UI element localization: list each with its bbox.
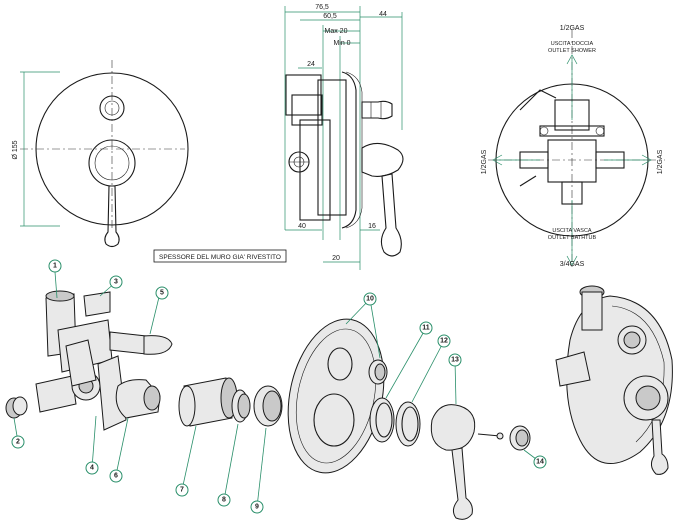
callout-6: 6 — [114, 473, 118, 480]
side-lever-handle — [380, 173, 402, 257]
outlet-right-size: 1/2GAS — [657, 149, 664, 174]
screw-cap — [477, 425, 531, 451]
valve-body — [35, 290, 127, 431]
wall-note: SPESSORE DEL MURO GIA' RIVESTITO — [159, 254, 281, 261]
side-view: 76,5 60,5 44 Max 20 Min 0 24 40 16 20 SP… — [153, 4, 404, 270]
exploded-view — [5, 285, 673, 520]
outlet-top-label-en: OUTLET SHOWER — [548, 48, 596, 54]
side-diverter — [361, 100, 393, 120]
outlet-bottom-label-en: OUTLET BATHTUB — [548, 235, 597, 241]
side-lever-body — [361, 142, 404, 177]
outlet-nipple — [5, 396, 28, 419]
side-plate — [341, 71, 357, 229]
ring-12 — [395, 401, 421, 447]
callout-9: 9 — [255, 504, 259, 511]
thermo-cartridge — [115, 379, 161, 419]
callout-5: 5 — [160, 290, 164, 297]
callout-1: 1 — [53, 263, 57, 270]
outlet-top-size: 1/2GAS — [560, 25, 585, 32]
dim-max: Max 20 — [325, 28, 348, 35]
outlet-bottom-label-it: USCITA VASCA — [552, 228, 592, 234]
callout-2: 2 — [16, 439, 20, 446]
ring-11 — [369, 397, 395, 443]
front-cover-plate — [35, 72, 189, 226]
callout-13: 13 — [451, 357, 459, 364]
cover-plate — [287, 318, 388, 474]
callout-10: 10 — [366, 296, 374, 303]
rear-view: 1/2GAS USCITA DOCCIA OUTLET SHOWER 1/2GA… — [481, 25, 665, 270]
diverter-cartridge — [109, 331, 173, 355]
lever — [430, 404, 476, 520]
sleeve — [178, 377, 238, 427]
dim-inner: 60,5 — [323, 13, 337, 20]
callout-11: 11 — [422, 325, 430, 332]
dim-24: 24 — [307, 61, 315, 68]
front-lever — [104, 185, 120, 248]
callout-14: 14 — [536, 459, 544, 466]
nut — [231, 389, 251, 423]
dim-bottom-20: 20 — [332, 255, 340, 262]
callout-12: 12 — [440, 338, 448, 345]
assembled-view — [555, 285, 673, 475]
rear-valve-top — [554, 99, 590, 131]
dim-min: Min 0 — [333, 40, 350, 47]
outlet-left-size: 1/2GAS — [481, 149, 488, 174]
diverter-knob — [99, 95, 125, 121]
front-view: Ø 155 — [12, 60, 189, 248]
side-body — [299, 119, 331, 221]
outlet-bottom-size: 3/4GAS — [560, 261, 585, 268]
callout-4: 4 — [90, 465, 94, 472]
dim-overall: 76,5 — [315, 4, 329, 11]
callout-7: 7 — [180, 487, 184, 494]
bush — [253, 385, 283, 427]
diameter-dimension: Ø 155 — [12, 140, 19, 159]
wall-note-box — [153, 249, 287, 263]
callout-3: 3 — [114, 279, 118, 286]
dim-bottom-16: 16 — [368, 223, 376, 230]
callout-8: 8 — [222, 497, 226, 504]
callouts: 1 3 5 2 4 6 7 8 9 10 11 12 13 14 — [11, 259, 547, 514]
outlet-top-label-it: USCITA DOCCIA — [551, 41, 594, 47]
dim-bottom-40: 40 — [298, 223, 306, 230]
dim-right: 44 — [379, 11, 387, 18]
